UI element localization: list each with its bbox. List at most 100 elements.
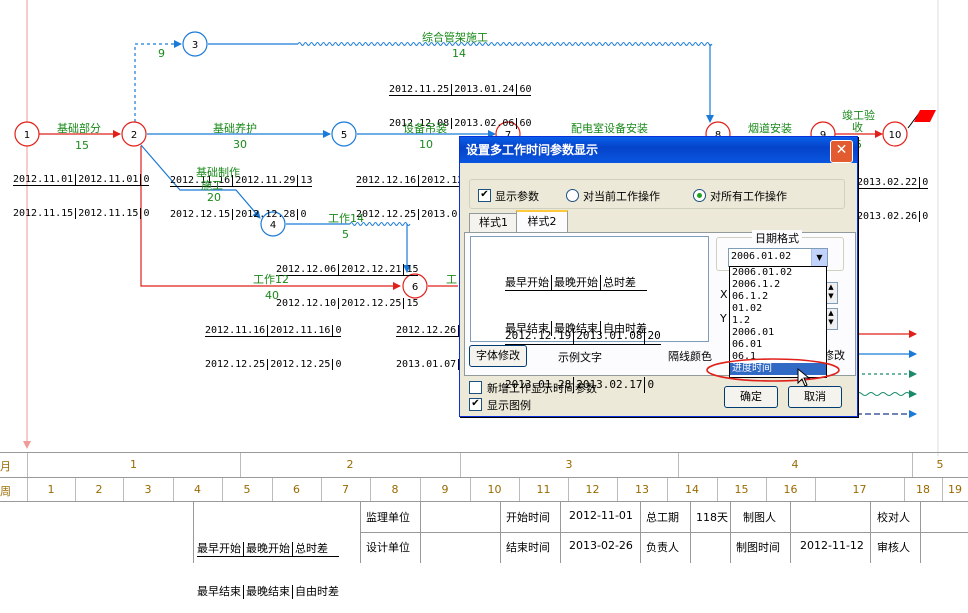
line-color-label: 隔线颜色 [668, 350, 712, 363]
activity-label: 竣工验 [842, 109, 875, 122]
legend-lines [856, 330, 917, 418]
radio-all-work[interactable] [693, 189, 706, 202]
owner-label: 负责人 [646, 541, 679, 554]
node-label-9: 9 [820, 130, 826, 141]
radio-current-label: 对当前工作操作 [583, 190, 660, 203]
week-cell: 9 [441, 483, 449, 496]
activity-duration: 15 [75, 139, 89, 152]
week-cell: 12 [585, 483, 600, 496]
week-cell: 18 [916, 483, 930, 496]
info-grid [0, 501, 968, 565]
draw-time-label: 制图时间 [736, 541, 780, 554]
node-2[interactable] [121, 121, 147, 147]
radio-current-work[interactable] [566, 189, 579, 202]
node-label-8: 8 [715, 130, 721, 141]
finish-flag-icon [914, 110, 936, 122]
activity-duration: 5 [855, 138, 862, 151]
activity-label: 烟道安装 [748, 122, 792, 135]
arrow-3-9-wave [297, 42, 713, 46]
node-5[interactable] [331, 121, 357, 147]
week-cell: 19 [948, 483, 962, 496]
activity-duration: 9 [158, 47, 165, 60]
arrow-2-4 [140, 144, 261, 219]
node-1[interactable] [14, 121, 40, 147]
x-spinner[interactable]: ▲▼ [824, 282, 838, 304]
date-format-option[interactable]: 1.2 [732, 315, 751, 326]
date-format-option[interactable]: 06.01 [732, 339, 763, 350]
close-icon[interactable]: ✕ [830, 140, 853, 163]
tab-style1[interactable]: 样式1 [469, 213, 518, 232]
activity-label: 综合管架施工 [422, 31, 488, 44]
today-line-arrow [23, 441, 31, 449]
date-format-label: 日期格式 [752, 230, 802, 246]
week-cell: 7 [342, 483, 349, 496]
month-cell: 5 [936, 458, 944, 471]
date-format-option[interactable]: 2006.1.2 [732, 279, 781, 290]
designer-label: 设计单位 [366, 541, 410, 554]
arrow-2-3 [134, 40, 182, 122]
month-cell: 1 [130, 458, 137, 471]
date-format-option[interactable]: 06.1.2 [732, 291, 769, 302]
week-cell: 17 [852, 483, 867, 496]
show-params-label: 显示参数 [495, 190, 539, 203]
end-time-value: 2013-02-26 [569, 539, 633, 552]
new-work-checkbox[interactable] [469, 381, 482, 394]
start-time-label: 开始时间 [506, 511, 550, 524]
date-format-option[interactable]: 2006.01 [732, 327, 775, 338]
new-work-label: 新增工作显示时间参数 [487, 382, 597, 395]
date-format-option[interactable]: 2006.01.02 [732, 267, 793, 278]
scope-group [469, 179, 845, 209]
date-format-option[interactable]: 06.1 [732, 351, 757, 362]
dialog-title: 设置多工作时间参数显示 [460, 137, 857, 163]
activity-label: 施工 [201, 179, 223, 192]
chevron-down-icon[interactable]: ▼ [811, 249, 827, 266]
node-label-6: 6 [412, 282, 418, 293]
cancel-button[interactable]: 取消 [788, 386, 842, 408]
week-cell: 3 [144, 483, 152, 496]
checker-label: 校对人 [877, 511, 910, 524]
font-modify-button[interactable]: 字体修改 [469, 345, 527, 367]
activity-label: 配电室设备安装 [571, 122, 648, 135]
ok-button[interactable]: 确定 [724, 386, 778, 408]
activity-duration: 5 [342, 228, 349, 241]
week-cell: 15 [734, 483, 749, 496]
activity-label: 基础养护 [213, 122, 257, 135]
week-cell: 6 [293, 483, 300, 496]
show-legend-label: 显示图例 [487, 399, 531, 412]
activity-label: 工 [446, 273, 457, 286]
node-label-7: 7 [505, 130, 511, 141]
date-format-select[interactable]: 2006.01.02 ▼ [728, 248, 828, 267]
month-cell: 2 [346, 458, 354, 471]
preview-box [470, 236, 709, 342]
y-label: Y [720, 312, 727, 325]
node-6[interactable] [402, 273, 428, 299]
node-3[interactable] [182, 31, 208, 57]
line-color-modify-button[interactable]: 修改 [823, 349, 845, 362]
show-legend-checkbox[interactable]: ✔ [469, 398, 482, 411]
total-duration-value: 118天 [696, 511, 728, 524]
radio-all-label: 对所有工作操作 [710, 190, 787, 203]
week-cell: 16 [783, 483, 798, 496]
activity-label: 基础部分 [57, 122, 101, 135]
show-params-checkbox[interactable]: ✔ [478, 189, 491, 202]
week-cell: 10 [487, 483, 502, 496]
activity-dates: 2012.12.26 2013.01.07 [396, 303, 460, 381]
reviewer-label: 审核人 [877, 541, 910, 554]
month-cell: 3 [565, 458, 573, 471]
y-spinner[interactable]: ▲▼ [824, 308, 838, 330]
activity-duration: 30 [233, 138, 247, 151]
activity-duration: 10 [419, 138, 433, 151]
date-format-option[interactable]: 01.02 [732, 303, 763, 314]
node-label-2: 2 [131, 130, 137, 141]
activity-label: 工作12 [253, 273, 289, 286]
tab-style2[interactable]: 样式2 [516, 210, 568, 234]
node-4[interactable] [260, 211, 286, 237]
week-cell: 8 [391, 483, 399, 496]
week-cell: 13 [635, 483, 649, 496]
node-10[interactable] [882, 121, 908, 147]
